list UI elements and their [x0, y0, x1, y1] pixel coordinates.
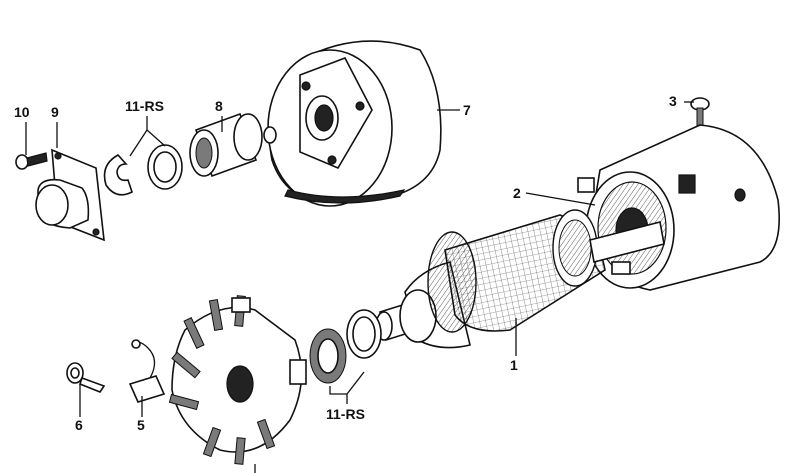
armature — [375, 209, 665, 349]
leader-lines — [25, 101, 694, 473]
callout-9: 9 — [51, 104, 59, 120]
callout-10: 10 — [14, 104, 30, 120]
callout-1: 1 — [510, 357, 518, 373]
end-cover-housing — [263, 40, 442, 207]
shim-washer-bottom-felt — [309, 328, 347, 384]
brush-plate — [168, 295, 307, 465]
bushing-sleeve — [189, 112, 263, 178]
shim-washer-top — [147, 144, 183, 190]
callouts: 10 9 11-RS 8 7 3 2 1 11-RS 6 5 — [14, 93, 677, 433]
callout-11-rs-bottom: 11-RS — [326, 406, 365, 422]
slotted-shim-top — [103, 153, 133, 196]
callout-5: 5 — [137, 417, 145, 433]
bearing-cap-flange — [35, 148, 105, 242]
callout-11-rs-top: 11-RS — [125, 98, 164, 114]
carbon-brush — [128, 339, 166, 403]
shim-washer-bottom — [346, 309, 382, 359]
field-housing — [577, 124, 780, 291]
callout-8: 8 — [215, 98, 223, 114]
callout-3: 3 — [669, 93, 677, 109]
callout-2: 2 — [513, 185, 521, 201]
screw-small — [15, 152, 48, 170]
callout-7: 7 — [463, 102, 471, 118]
coil-spring — [66, 362, 106, 393]
callout-6: 6 — [75, 417, 83, 433]
